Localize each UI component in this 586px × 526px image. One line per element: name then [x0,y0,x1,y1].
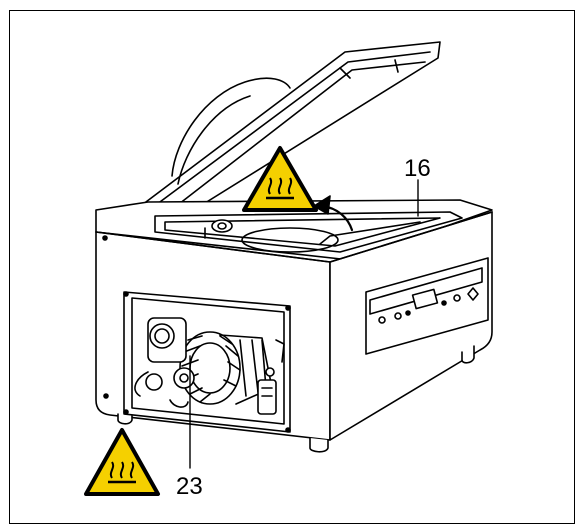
callout-23: 23 [176,473,203,500]
hot-surface-warning-icon [84,428,160,496]
vacuum-pump [134,317,285,415]
control-panel [365,257,489,355]
hot-surface-warning-icon [242,146,318,212]
lid-arrow-head [313,195,331,215]
callout-16: 16 [404,155,431,182]
